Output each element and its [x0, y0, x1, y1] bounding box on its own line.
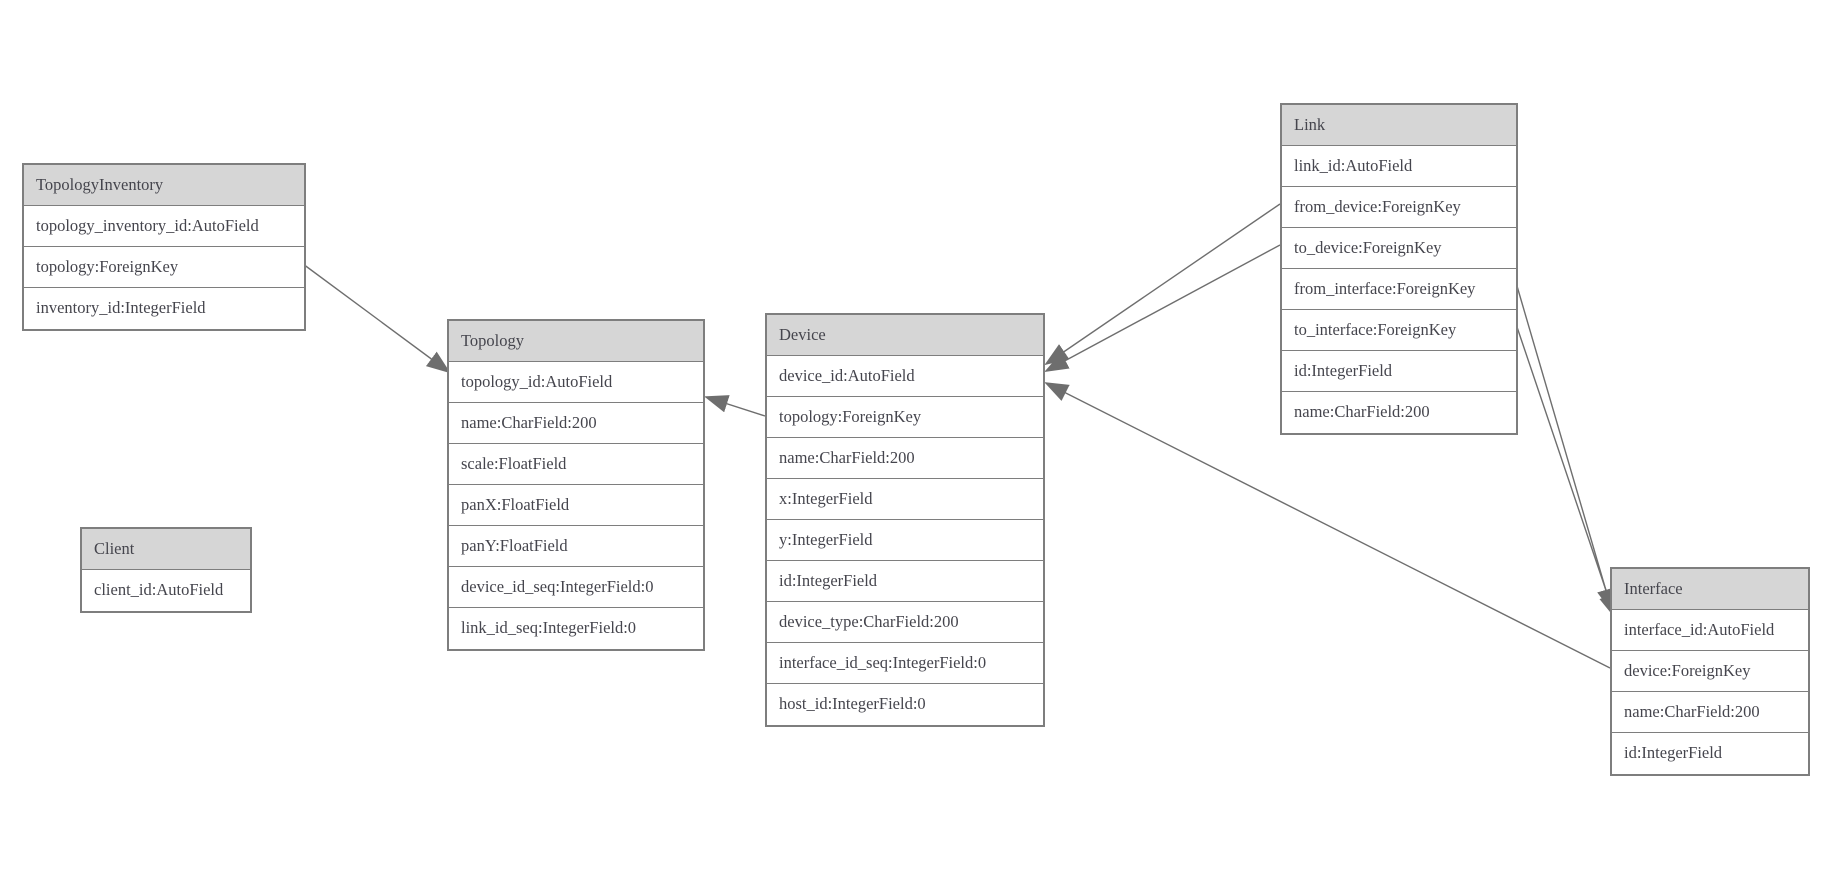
field-row-name: name:CharField:200: [1282, 392, 1516, 433]
field-row-topology_id: topology_id:AutoField: [449, 362, 703, 403]
connector-link-from_device-to-device: [1044, 203, 1281, 366]
field-row-link_id_seq: link_id_seq:IntegerField:0: [449, 608, 703, 649]
field-row-host_id: host_id:IntegerField:0: [767, 684, 1043, 725]
field-row-name: name:CharField:200: [449, 403, 703, 444]
entity-title: Client: [82, 529, 250, 570]
connector-link-to_device-to-device: [1044, 244, 1281, 372]
field-row-from_device: from_device:ForeignKey: [1282, 187, 1516, 228]
field-row-link_id: link_id:AutoField: [1282, 146, 1516, 187]
field-row-from_interface: from_interface:ForeignKey: [1282, 269, 1516, 310]
field-row-to_interface: to_interface:ForeignKey: [1282, 310, 1516, 351]
field-row-scale: scale:FloatField: [449, 444, 703, 485]
field-row-client_id: client_id:AutoField: [82, 570, 250, 611]
field-row-name: name:CharField:200: [767, 438, 1043, 479]
field-row-panY: panY:FloatField: [449, 526, 703, 567]
connector-interface-device-to-device: [1044, 382, 1611, 669]
entity-title: Link: [1282, 105, 1516, 146]
field-row-topology: topology:ForeignKey: [767, 397, 1043, 438]
field-row-id: id:IntegerField: [1282, 351, 1516, 392]
field-row-interface_id_seq: interface_id_seq:IntegerField:0: [767, 643, 1043, 684]
connector-link-from_interface-to-interface: [1516, 285, 1615, 613]
entity-topologyinventory: TopologyInventory topology_inventory_id:…: [22, 163, 306, 331]
field-row-topology_inventory_id: topology_inventory_id:AutoField: [24, 206, 304, 247]
field-row-id: id:IntegerField: [767, 561, 1043, 602]
field-row-x: x:IntegerField: [767, 479, 1043, 520]
field-row-to_device: to_device:ForeignKey: [1282, 228, 1516, 269]
field-row-topology: topology:ForeignKey: [24, 247, 304, 288]
field-row-id: id:IntegerField: [1612, 733, 1808, 774]
entity-title: Topology: [449, 321, 703, 362]
field-row-device: device:ForeignKey: [1612, 651, 1808, 692]
entity-title: Device: [767, 315, 1043, 356]
entity-title: Interface: [1612, 569, 1808, 610]
connector-device-topology-to-topology: [704, 395, 766, 417]
entity-fields: client_id:AutoField: [82, 570, 250, 611]
field-row-panX: panX:FloatField: [449, 485, 703, 526]
field-row-device_type: device_type:CharField:200: [767, 602, 1043, 643]
entity-title: TopologyInventory: [24, 165, 304, 206]
entity-client: Client client_id:AutoField: [80, 527, 252, 613]
field-row-name: name:CharField:200: [1612, 692, 1808, 733]
field-row-device_id_seq: device_id_seq:IntegerField:0: [449, 567, 703, 608]
field-row-y: y:IntegerField: [767, 520, 1043, 561]
connector-topologyinventory-topology-to-topology: [302, 263, 451, 374]
connector-link-to_interface-to-interface: [1516, 326, 1617, 619]
field-row-interface_id: interface_id:AutoField: [1612, 610, 1808, 651]
field-row-inventory_id: inventory_id:IntegerField: [24, 288, 304, 329]
field-row-device_id: device_id:AutoField: [767, 356, 1043, 397]
